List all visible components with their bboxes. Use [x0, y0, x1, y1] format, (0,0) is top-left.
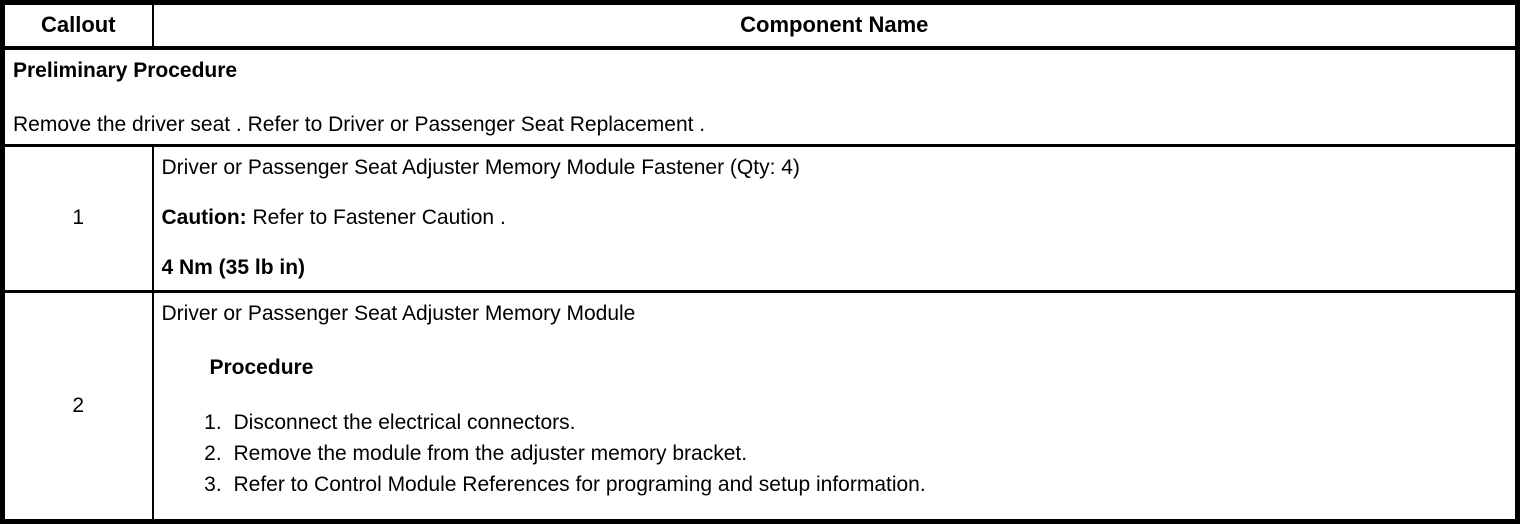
preliminary-procedure-row: Preliminary Procedure Remove the driver …: [2, 46, 1518, 145]
preliminary-procedure-text: Remove the driver seat . Refer to Driver…: [13, 112, 706, 136]
caution-text: Refer to Fastener Caution .: [246, 205, 506, 229]
preliminary-procedure-title: Preliminary Procedure: [13, 58, 238, 82]
caution-note: Caution: Refer to Fastener Caution .: [162, 205, 1506, 231]
procedure-step-2: Remove the module from the adjuster memo…: [228, 438, 1506, 469]
component-name-text: Driver or Passenger Seat Adjuster Memory…: [161, 301, 636, 325]
header-component-name: Component Name: [152, 2, 1518, 50]
procedure-steps-list: Disconnect the electrical connectors. Re…: [162, 407, 1506, 500]
header-callout: Callout: [2, 2, 154, 50]
component-name-text: Driver or Passenger Seat Adjuster Memory…: [161, 155, 800, 179]
torque-spec: 4 Nm (35 lb in): [161, 255, 306, 279]
procedure-step-1: Disconnect the electrical connectors.: [228, 407, 1506, 438]
caution-label: Caution:: [161, 205, 247, 229]
table-row-callout-2: 2 Driver or Passenger Seat Adjuster Memo…: [2, 289, 1518, 522]
component-cell-2: Driver or Passenger Seat Adjuster Memory…: [152, 289, 1518, 522]
callout-number-1: 1: [2, 143, 154, 291]
table-row-callout-1: 1 Driver or Passenger Seat Adjuster Memo…: [2, 143, 1518, 291]
callout-number-2: 2: [2, 289, 154, 522]
table-header-row: Callout Component Name: [2, 2, 1518, 50]
preliminary-procedure-cell: Preliminary Procedure Remove the driver …: [2, 46, 1518, 145]
procedure-heading: Procedure: [209, 355, 314, 379]
component-cell-1: Driver or Passenger Seat Adjuster Memory…: [152, 143, 1518, 291]
procedure-step-3: Refer to Control Module References for p…: [228, 469, 1506, 500]
